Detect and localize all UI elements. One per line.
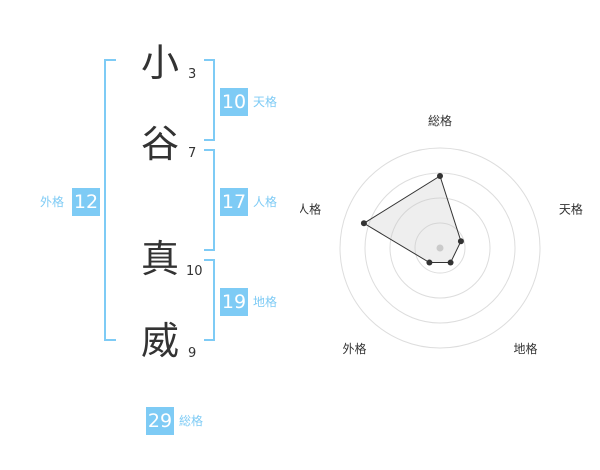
radar-ring	[414, 222, 466, 274]
chikaku-value: 19	[220, 288, 248, 316]
radar-area	[362, 175, 462, 264]
jinkaku-bracket	[204, 149, 215, 251]
stroke-count-2: 7	[188, 146, 197, 161]
chikaku-label: 地格	[253, 295, 278, 309]
name-char-1: 小	[140, 41, 179, 85]
gaikaku-label: 外格	[40, 195, 65, 209]
tenkaku-value: 10	[220, 88, 248, 116]
radar-ring	[389, 197, 491, 299]
gaikaku-bracket	[104, 59, 116, 341]
name-char-3: 真	[140, 237, 179, 281]
radar-point-4	[426, 259, 433, 266]
radar-axis-label-5: 人格	[300, 201, 321, 216]
gaikaku-value: 12	[72, 188, 100, 216]
soukaku-label: 総格	[179, 414, 204, 428]
radar-point-3	[447, 259, 454, 266]
soukaku-value: 29	[146, 407, 174, 435]
name-char-2: 谷	[140, 122, 179, 166]
radar-center-dot	[436, 244, 444, 252]
jinkaku-label: 人格	[253, 195, 278, 209]
radar-point-5	[360, 220, 367, 227]
radar-axis-label-4: 外格	[343, 341, 367, 356]
radar-axis-label-1: 総格	[428, 113, 452, 128]
radar-axis-label-3: 地格	[513, 341, 537, 356]
tenkaku-label: 天格	[253, 95, 278, 109]
name-char-4: 威	[140, 319, 179, 363]
radar-axis-label-2: 天格	[559, 201, 583, 216]
stroke-count-4: 9	[188, 346, 197, 361]
stroke-count-3: 10	[186, 264, 203, 279]
tenkaku-bracket	[204, 59, 215, 141]
chikaku-bracket	[204, 259, 215, 341]
stroke-count-1: 3	[188, 67, 197, 82]
jinkaku-value: 17	[220, 188, 248, 216]
radar-point-2	[457, 238, 464, 245]
radar-point-1	[437, 173, 443, 179]
radar-ring	[339, 147, 541, 349]
